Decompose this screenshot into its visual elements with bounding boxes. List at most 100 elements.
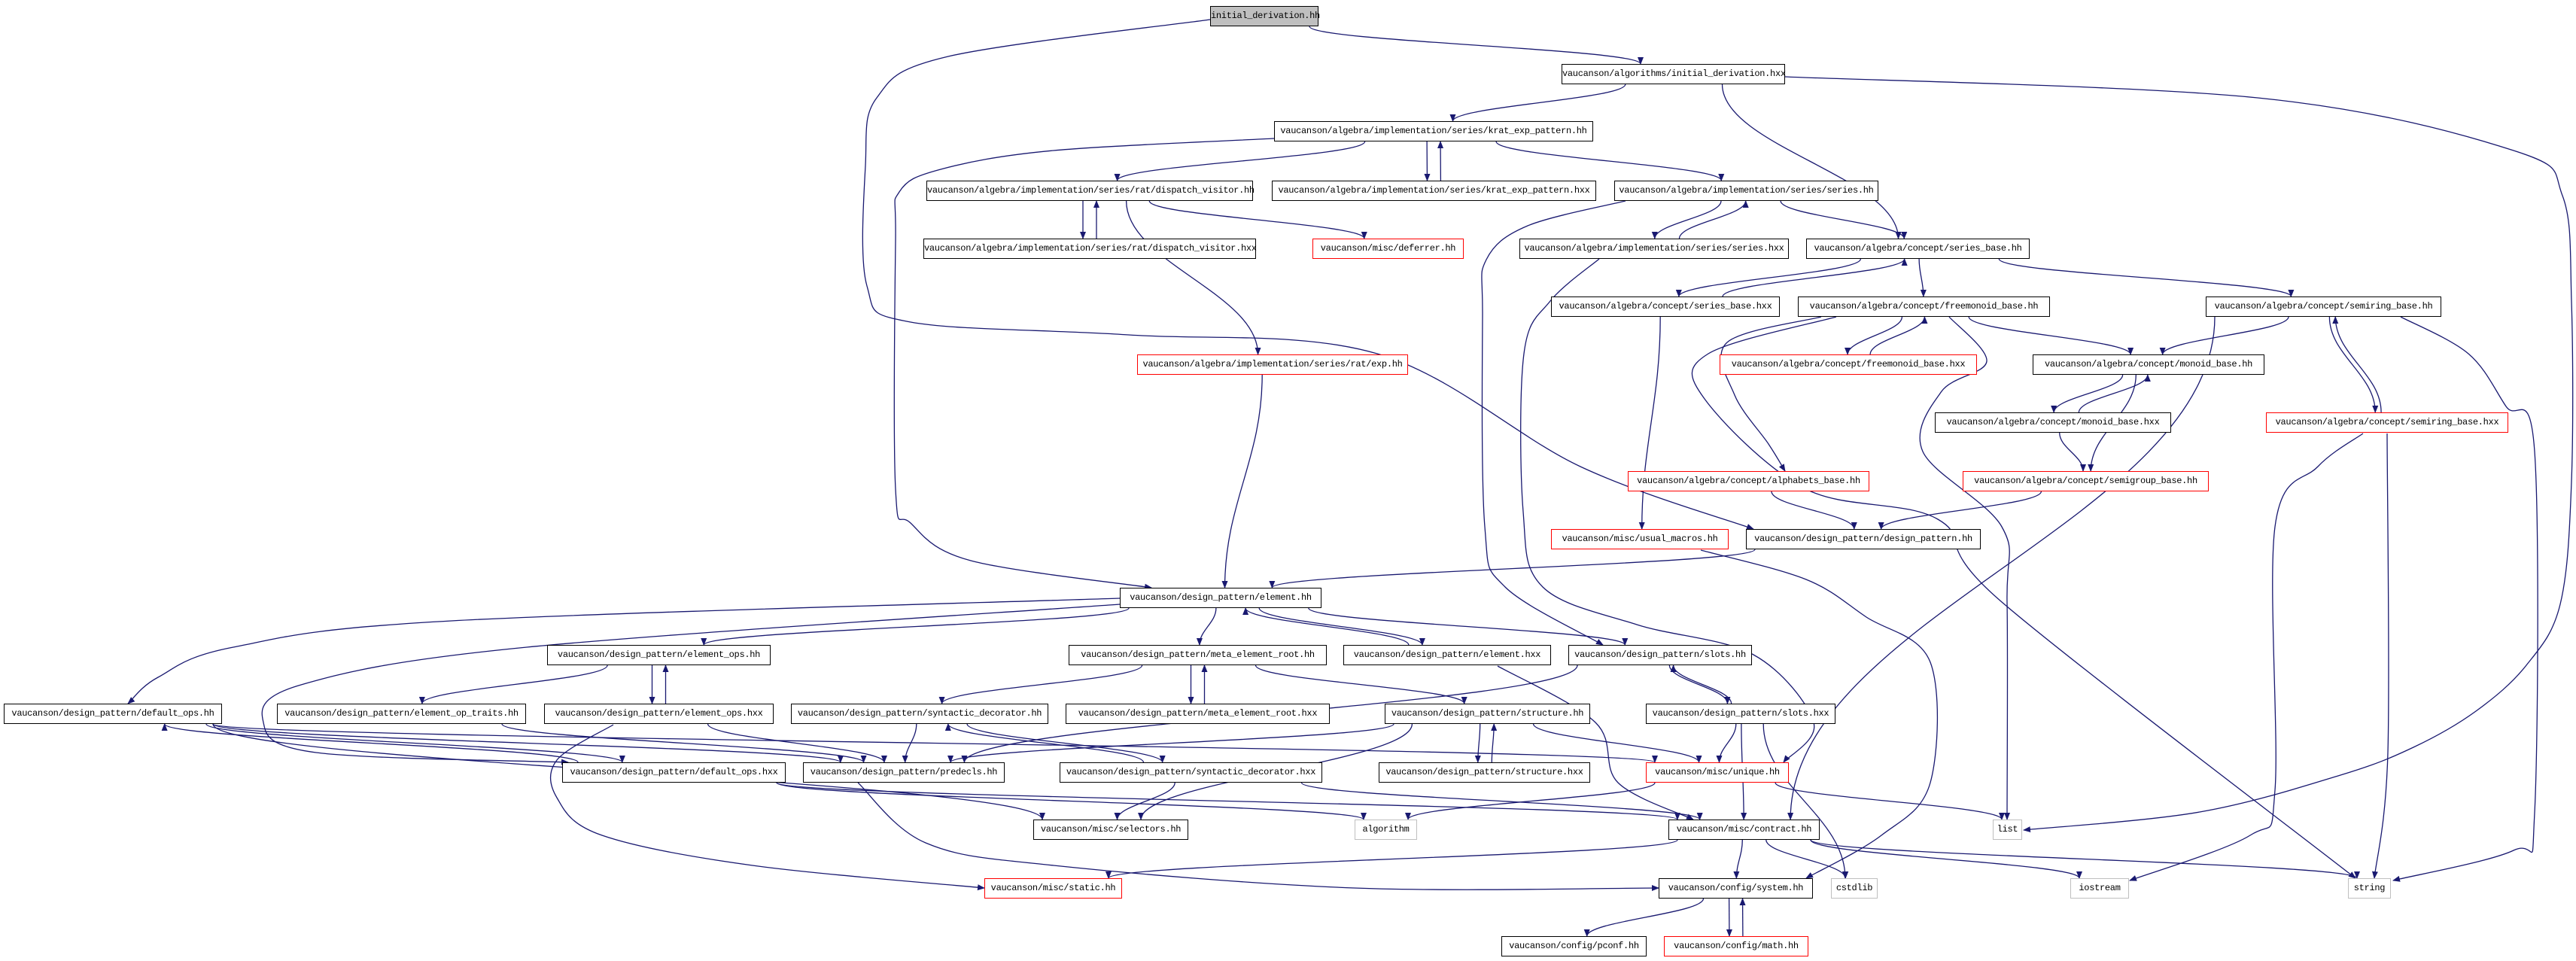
node-synt-hh[interactable]: vaucanson/design_pattern/syntactic_decor… <box>791 704 1048 724</box>
edge-dp-hh-to-element-hh <box>1269 549 1756 588</box>
node-system[interactable]: vaucanson/config/system.hh <box>1659 878 1813 899</box>
edge-struct-hh-to-predecls <box>947 723 1394 763</box>
node-usual[interactable]: vaucanson/misc/usual_macros.hh <box>1551 529 1729 549</box>
node-eops-hxx[interactable]: vaucanson/design_pattern/element_ops.hxx <box>544 704 774 724</box>
edge-exp-hh-to-element-hh <box>1221 374 1263 588</box>
node-monoid-hxx[interactable]: vaucanson/algebra/concept/monoid_base.hx… <box>1935 412 2171 433</box>
node-krat-hh[interactable]: vaucanson/algebra/implementation/series/… <box>1274 121 1593 141</box>
node-element-hxx[interactable]: vaucanson/design_pattern/element.hxx <box>1343 645 1551 665</box>
node-defops-hh[interactable]: vaucanson/design_pattern/default_ops.hh <box>4 704 222 724</box>
node-struct-hxx[interactable]: vaucanson/design_pattern/structure.hxx <box>1379 762 1590 783</box>
node-disp-hxx[interactable]: vaucanson/algebra/implementation/series/… <box>923 239 1257 259</box>
edge-free-hh-to-alphabets <box>1720 316 1822 472</box>
node-defops-hxx[interactable]: vaucanson/design_pattern/default_ops.hxx <box>562 762 786 783</box>
edge-element-hh-to-slots-hh <box>1308 607 1629 646</box>
node-krat-hxx[interactable]: vaucanson/algebra/implementation/series/… <box>1272 181 1596 201</box>
edge-free-hh-to-monoid-hh <box>1968 316 2134 355</box>
node-meta-hh[interactable]: vaucanson/design_pattern/meta_element_ro… <box>1069 645 1327 665</box>
node-deferrer[interactable]: vaucanson/misc/deferrer.hh <box>1312 239 1464 259</box>
edge-semiring-hxx-to-semiring-hh <box>2332 316 2382 413</box>
edge-defops-hh-to-predecls <box>212 723 844 763</box>
edge-synt-hh-to-synt-hxx <box>966 723 1166 763</box>
node-slots-hh[interactable]: vaucanson/design_pattern/slots.hh <box>1568 645 1752 665</box>
edge-element-hh-to-defops-hxx <box>261 604 1121 765</box>
edge-meta-hh-to-synt-hh <box>938 664 1143 704</box>
edge-krat-hh-to-series-hh <box>1495 141 1725 181</box>
node-free-hh[interactable]: vaucanson/algebra/concept/freemonoid_bas… <box>1798 297 2050 317</box>
edge-contract-to-static <box>1106 839 1678 879</box>
node-predecls[interactable]: vaucanson/design_pattern/predecls.hh <box>803 762 1005 783</box>
node-series-hxx[interactable]: vaucanson/algebra/implementation/series/… <box>1519 239 1789 259</box>
node-element-hh[interactable]: vaucanson/design_pattern/element.hh <box>1120 588 1321 608</box>
node-series-hh[interactable]: vaucanson/algebra/implementation/series/… <box>1614 181 1878 201</box>
node-list[interactable]: list <box>1993 820 2022 840</box>
edge-alg-hxx-to-list <box>1784 76 2574 833</box>
edge-defops-hxx-to-contract <box>776 782 1680 820</box>
edge-element-hh-to-defops-hh <box>127 598 1121 704</box>
node-optraits[interactable]: vaucanson/design_pattern/element_op_trai… <box>277 704 526 724</box>
edge-slots-hxx-to-cstdlib <box>1762 723 1848 879</box>
edge-contract-to-system <box>1733 839 1743 879</box>
edge-series-hh-to-series-hxx <box>1651 200 1722 239</box>
edge-krat-hh-to-disp-hh <box>1114 141 1366 181</box>
edge-struct-hh-to-struct-hxx <box>1474 723 1481 763</box>
node-disp-hh[interactable]: vaucanson/algebra/implementation/series/… <box>926 181 1255 201</box>
node-alphabets[interactable]: vaucanson/algebra/concept/alphabets_base… <box>1628 471 1869 491</box>
edge-element-hh-to-eops-hh <box>701 607 1130 646</box>
edge-alphabets-to-dp-hh <box>1771 491 1857 530</box>
node-eops-hh[interactable]: vaucanson/design_pattern/element_ops.hh <box>547 645 771 665</box>
edge-synt-hxx-to-synt-hh <box>944 723 1145 763</box>
edge-series-hxx-to-unique <box>1520 258 1815 763</box>
edge-monoid-hxx-to-semigroup <box>2059 432 2087 472</box>
edge-free-hxx-to-free-hh <box>1869 316 1928 355</box>
node-unique[interactable]: vaucanson/misc/unique.hh <box>1646 762 1789 783</box>
edge-semiring-hh-to-string <box>2392 316 2538 882</box>
node-dp-hh[interactable]: vaucanson/design_pattern/design_pattern.… <box>1746 529 1981 549</box>
node-struct-hh[interactable]: vaucanson/design_pattern/structure.hh <box>1385 704 1590 724</box>
edge-krat-hh-to-element-hh <box>893 138 1275 590</box>
node-semiring-hh[interactable]: vaucanson/algebra/concept/semiring_base.… <box>2206 297 2441 317</box>
edge-contract-to-string <box>1810 839 2360 879</box>
edge-element-hxx-to-contract <box>1497 665 1694 820</box>
edge-series-hxx-to-series-hh <box>1678 200 1749 239</box>
node-free-hxx[interactable]: vaucanson/algebra/concept/freemonoid_bas… <box>1720 354 1977 375</box>
node-sbase-hxx[interactable]: vaucanson/algebra/concept/series_base.hx… <box>1551 297 1780 317</box>
node-alg-hxx[interactable]: vaucanson/algorithms/initial_derivation.… <box>1562 64 1786 84</box>
edge-defops-hh-to-unique <box>212 723 1658 763</box>
node-synt-hxx[interactable]: vaucanson/design_pattern/syntactic_decor… <box>1060 762 1322 783</box>
edge-struct-hh-to-unique <box>1532 723 1702 763</box>
edge-defops-hxx-to-defops-hh <box>161 723 579 763</box>
edge-root-to-dp-hh <box>862 19 1754 530</box>
node-selectors[interactable]: vaucanson/misc/selectors.hh <box>1033 820 1188 840</box>
edge-semiring-hxx-to-iostream <box>2129 433 2364 881</box>
node-string[interactable]: string <box>2348 878 2391 899</box>
node-slots-hxx[interactable]: vaucanson/design_pattern/slots.hxx <box>1646 704 1835 724</box>
edge-free-hh-to-list <box>1919 316 2011 820</box>
node-root[interactable]: initial_derivation.hh <box>1210 6 1320 26</box>
node-algorithm[interactable]: algorithm <box>1355 820 1417 840</box>
node-semiring-hxx[interactable]: vaucanson/algebra/concept/semiring_base.… <box>2266 412 2508 433</box>
edge-defops-hxx-to-algorithm <box>776 782 1367 820</box>
node-exp-hh[interactable]: vaucanson/algebra/implementation/series/… <box>1137 354 1408 375</box>
edge-contract-to-iostream <box>1810 839 2082 879</box>
edge-free-hh-to-free-hxx <box>1845 316 1903 355</box>
edge-meta-hh-to-struct-hh <box>1255 664 1467 704</box>
node-pconf[interactable]: vaucanson/config/pconf.hh <box>1501 936 1647 956</box>
node-cstdlib[interactable]: cstdlib <box>1831 878 1878 899</box>
node-meta-hxx[interactable]: vaucanson/design_pattern/meta_element_ro… <box>1066 704 1330 724</box>
node-contract[interactable]: vaucanson/misc/contract.hh <box>1668 820 1820 840</box>
edge-sbase-hh-to-sbase-hxx <box>1675 258 1862 297</box>
node-static[interactable]: vaucanson/misc/static.hh <box>984 878 1122 899</box>
node-semigroup[interactable]: vaucanson/algebra/concept/semigroup_base… <box>1963 471 2209 491</box>
node-monoid-hh[interactable]: vaucanson/algebra/concept/monoid_base.hh <box>2033 354 2264 375</box>
edge-alg-hxx-to-krat-hh <box>1449 84 1626 122</box>
node-math[interactable]: vaucanson/config/math.hh <box>1664 936 1808 956</box>
edge-eops-hxx-to-static <box>549 724 985 891</box>
edge-slots-hxx-to-slots-hh <box>1670 664 1732 704</box>
edge-sbase-hxx-to-sbase-hh <box>1722 258 1908 297</box>
edge-alg-hxx-to-sbase-hh <box>1721 84 1902 239</box>
node-iostream[interactable]: iostream <box>2070 878 2129 899</box>
edge-monoid-hh-to-monoid-hxx <box>2051 374 2124 413</box>
node-sbase-hh[interactable]: vaucanson/algebra/concept/series_base.hh <box>1806 239 2030 259</box>
edge-sbase-hh-to-semiring-hh <box>1998 258 2295 297</box>
